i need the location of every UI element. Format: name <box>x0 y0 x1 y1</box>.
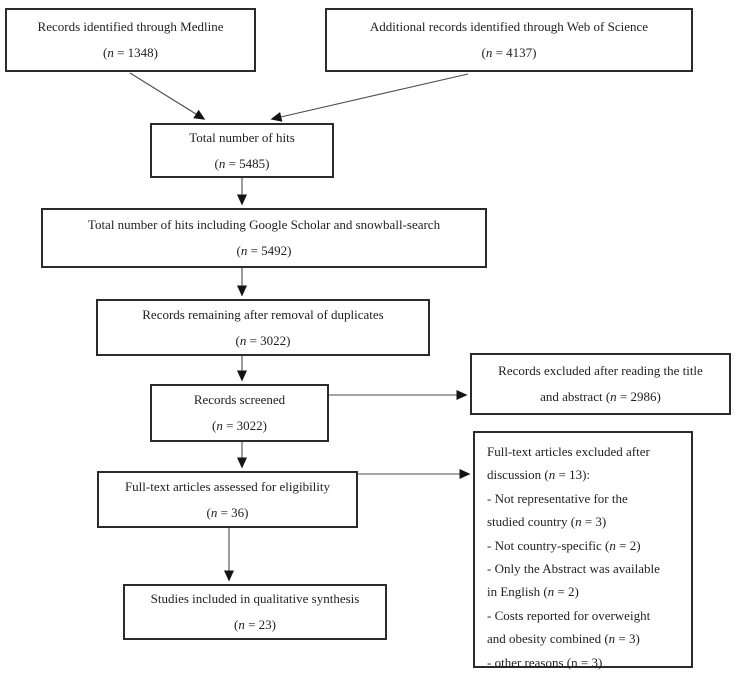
box-total-hits-extended: Total number of hits including Google Sc… <box>41 208 487 268</box>
box-total-hits-label: Total number of hits(n = 5485) <box>189 129 295 171</box>
box-excluded-title-abstract-label: Records excluded after reading the title… <box>498 363 703 404</box>
box-included-qualitative-synthesis-label: Studies included in qualitative synthesi… <box>150 591 360 632</box>
box-additional-records-web-of-science-label: Additional records identified through We… <box>369 19 649 60</box>
box-included-qualitative-synthesis: Studies included in qualitative synthesi… <box>123 584 387 640</box>
arrow-medline-to-total <box>129 72 206 120</box>
box-fulltext-assessed: Full-text articles assessed for eligibil… <box>97 471 358 528</box>
box-fulltext-assessed-label: Full-text articles assessed for eligibil… <box>124 478 331 520</box>
box-total-hits: Total number of hits(n = 5485) <box>150 123 334 178</box>
box-records-identified-medline: Records identified through Medline(n = 1… <box>5 8 256 72</box>
box-records-screened-label: Records screened(n = 3022) <box>193 392 286 433</box>
box-excluded-title-abstract: Records excluded after reading the title… <box>470 353 731 415</box>
box-total-hits-extended-label: Total number of hits including Google Sc… <box>87 217 441 258</box>
box-records-screened: Records screened(n = 3022) <box>150 384 329 442</box>
box-additional-records-web-of-science: Additional records identified through We… <box>325 8 693 72</box>
arrow-wos-to-total <box>270 73 469 122</box>
box-duplicates-removed: Records remaining after removal of dupli… <box>96 299 430 356</box>
box-duplicates-removed-label: Records remaining after removal of dupli… <box>142 306 384 348</box>
box-records-identified-medline-label: Records identified through Medline(n = 1… <box>37 19 224 60</box>
